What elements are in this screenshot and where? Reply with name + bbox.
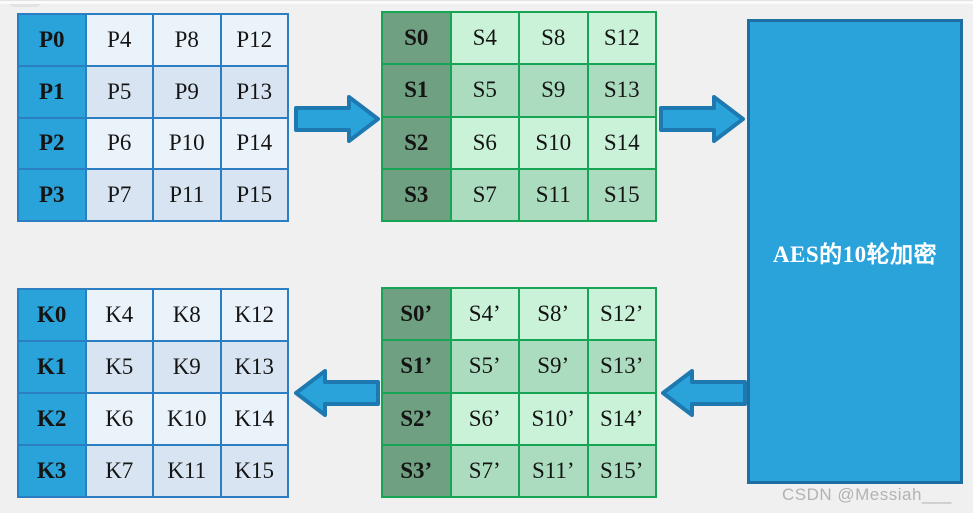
matrix-cell: P13 bbox=[221, 66, 287, 117]
matrix-cell: P9 bbox=[154, 66, 220, 117]
matrix-cell: S4 bbox=[451, 13, 518, 64]
matrix-cell: S11’ bbox=[520, 445, 587, 496]
matrix-cell: S13 bbox=[588, 65, 655, 116]
matrix-cell: S5’ bbox=[451, 341, 518, 392]
matrix-cell: P10 bbox=[154, 118, 220, 169]
matrix-header-cell: K1 bbox=[19, 342, 85, 392]
matrix-cell: P15 bbox=[221, 170, 287, 220]
matrix-cell: K4 bbox=[86, 290, 152, 340]
aes-rounds-label: AES的10轮加密 bbox=[772, 241, 938, 267]
output-state-matrix: S0’S4’S8’S12’ S1’S5’S9’S13’ S2’S6’S10’S14’… bbox=[381, 287, 657, 498]
matrix-header-cell: K3 bbox=[19, 446, 85, 496]
watermark: CSDN @Messiah___ bbox=[782, 485, 952, 504]
matrix-cell: P11 bbox=[154, 170, 220, 220]
matrix-cell: K10 bbox=[154, 394, 220, 444]
matrix-cell: S4’ bbox=[451, 289, 518, 340]
matrix-cell: S5 bbox=[451, 65, 518, 116]
matrix-header-cell: S3 bbox=[383, 169, 450, 220]
matrix-cell: K9 bbox=[154, 342, 220, 392]
matrix-cell: S10’ bbox=[520, 393, 587, 444]
matrix-header-cell: S1 bbox=[383, 65, 450, 116]
matrix-cell: P7 bbox=[86, 170, 152, 220]
arrow-left-icon bbox=[661, 369, 747, 417]
matrix-header-cell: P1 bbox=[19, 66, 85, 117]
matrix-cell: S9’ bbox=[520, 341, 587, 392]
arrow-left-icon bbox=[294, 369, 380, 417]
matrix-cell: S13’ bbox=[588, 341, 655, 392]
matrix-cell: S8’ bbox=[520, 289, 587, 340]
matrix-cell: K13 bbox=[221, 342, 287, 392]
matrix-cell: K7 bbox=[86, 446, 152, 496]
matrix-header-cell: S0 bbox=[383, 13, 450, 64]
matrix-cell: K15 bbox=[221, 446, 287, 496]
matrix-header-cell: S2’ bbox=[383, 393, 450, 444]
matrix-cell: S14 bbox=[588, 117, 655, 168]
matrix-cell: S14’ bbox=[588, 393, 655, 444]
matrix-cell: S8 bbox=[520, 13, 587, 64]
aes-rounds-box: AES的10轮加密 bbox=[747, 19, 963, 484]
matrix-header-cell: K2 bbox=[19, 394, 85, 444]
matrix-cell: S15 bbox=[588, 169, 655, 220]
matrix-cell: S15’ bbox=[588, 445, 655, 496]
matrix-cell: S11 bbox=[520, 169, 587, 220]
matrix-cell: S7 bbox=[451, 169, 518, 220]
matrix-header-cell: S1’ bbox=[383, 341, 450, 392]
matrix-cell: S6’ bbox=[451, 393, 518, 444]
matrix-header-cell: P0 bbox=[19, 15, 85, 65]
matrix-cell: K5 bbox=[86, 342, 152, 392]
matrix-cell: S6 bbox=[451, 117, 518, 168]
arrow-right-icon bbox=[294, 95, 380, 143]
matrix-cell: S9 bbox=[520, 65, 587, 116]
matrix-cell: S12’ bbox=[588, 289, 655, 340]
matrix-cell: P14 bbox=[221, 118, 287, 169]
matrix-cell: P8 bbox=[154, 15, 220, 65]
matrix-header-cell: P3 bbox=[19, 170, 85, 220]
matrix-header-cell: S0’ bbox=[383, 289, 450, 340]
matrix-cell: P6 bbox=[86, 118, 152, 169]
matrix-cell: P5 bbox=[86, 66, 152, 117]
background-seam bbox=[0, 0, 973, 4]
matrix-header-cell: S2 bbox=[383, 117, 450, 168]
matrix-cell: K11 bbox=[154, 446, 220, 496]
matrix-cell: S12 bbox=[588, 13, 655, 64]
matrix-cell: P4 bbox=[86, 15, 152, 65]
matrix-header-cell: S3’ bbox=[383, 445, 450, 496]
arrow-right-icon bbox=[659, 95, 745, 143]
matrix-cell: K14 bbox=[221, 394, 287, 444]
matrix-cell: K8 bbox=[154, 290, 220, 340]
matrix-header-cell: P2 bbox=[19, 118, 85, 169]
matrix-cell: P12 bbox=[221, 15, 287, 65]
matrix-cell: S10 bbox=[520, 117, 587, 168]
matrix-cell: K12 bbox=[221, 290, 287, 340]
matrix-cell: S7’ bbox=[451, 445, 518, 496]
matrix-cell: K6 bbox=[86, 394, 152, 444]
matrix-header-cell: K0 bbox=[19, 290, 85, 340]
